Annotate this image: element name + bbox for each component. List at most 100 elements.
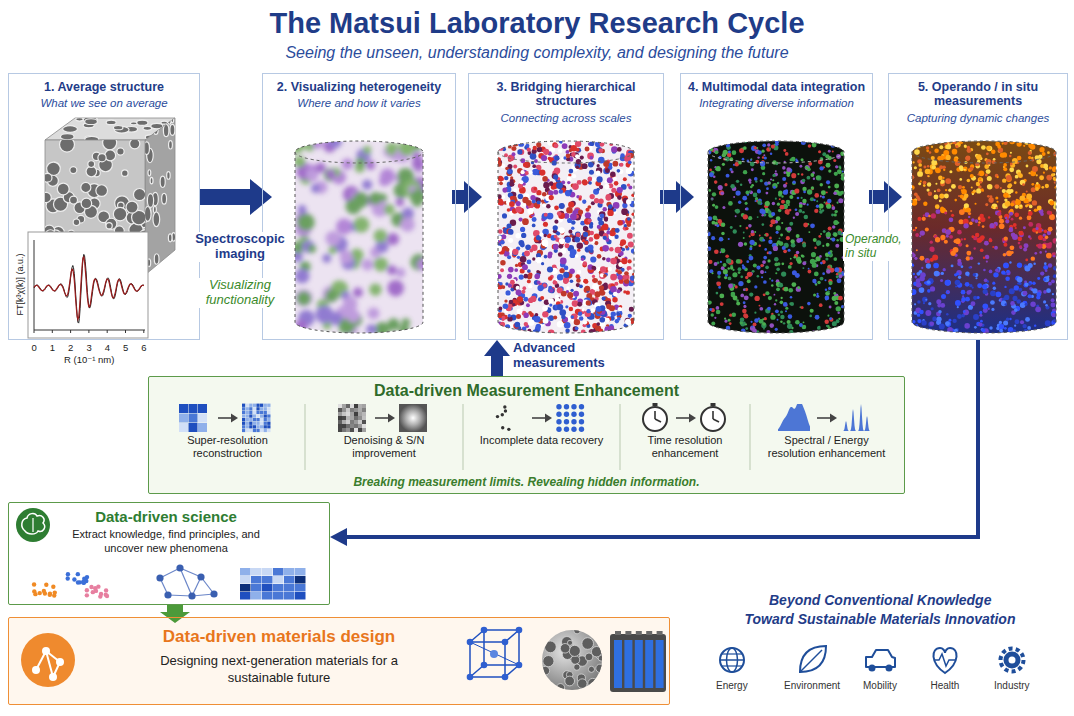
particle: [570, 315, 574, 319]
particle: [994, 184, 999, 189]
particle: [522, 197, 528, 203]
particle: [788, 249, 791, 252]
particle: [791, 282, 796, 287]
blob: [336, 218, 352, 234]
particle: [513, 284, 520, 291]
particle: [776, 268, 780, 272]
particle: [554, 235, 558, 239]
particle: [505, 290, 510, 295]
cylinder-outline: [295, 141, 423, 333]
particle: [828, 186, 831, 189]
particle: [775, 198, 777, 200]
particle: [620, 153, 624, 157]
cylinder-sample: [288, 134, 429, 337]
particle: [767, 259, 770, 262]
particle: [720, 302, 724, 306]
particle: [621, 208, 628, 215]
pore: [70, 196, 78, 204]
blob: [343, 297, 358, 312]
particle: [527, 259, 532, 264]
particle: [501, 234, 506, 239]
particle: [597, 254, 602, 259]
particle: [772, 183, 777, 188]
particle: [589, 237, 594, 242]
particle: [523, 313, 528, 318]
particle: [786, 236, 790, 240]
particle: [750, 159, 752, 161]
particle: [833, 220, 838, 225]
particle: [613, 202, 620, 209]
particle: [837, 312, 839, 314]
particle: [811, 186, 814, 189]
particle: [537, 285, 543, 291]
pore: [63, 126, 78, 133]
particle: [584, 286, 590, 292]
particle: [566, 207, 573, 214]
particle: [585, 147, 590, 152]
particle: [744, 295, 749, 300]
particle: [505, 141, 510, 146]
particle: [796, 234, 800, 238]
particle: [598, 148, 603, 153]
particle: [835, 165, 838, 168]
particle: [780, 297, 782, 299]
particle: [514, 268, 518, 272]
particle: [817, 326, 821, 330]
particle: [519, 217, 523, 221]
particle: [615, 247, 622, 254]
particle: [748, 256, 753, 261]
particle: [801, 140, 806, 145]
particle: [532, 164, 536, 168]
particle: [825, 257, 828, 260]
particle: [544, 255, 548, 259]
chart-tick: [107, 330, 108, 333]
particle: [591, 266, 595, 270]
particle: [617, 270, 622, 275]
particle: [582, 200, 586, 204]
particle: [789, 222, 793, 226]
pore: [154, 254, 159, 265]
particle: [532, 224, 536, 228]
particle: [790, 258, 792, 260]
particle: [813, 293, 816, 296]
particle: [1009, 167, 1014, 172]
particle: [577, 242, 583, 248]
particle: [751, 184, 754, 187]
blob: [342, 219, 351, 228]
particle: [521, 170, 525, 174]
particle: [816, 200, 818, 202]
particle: [617, 169, 621, 173]
particle: [788, 265, 792, 269]
particle: [553, 225, 558, 230]
particle: [768, 240, 772, 244]
particle: [925, 310, 931, 316]
particle: [626, 199, 631, 204]
particle: [507, 255, 511, 259]
particle: [618, 307, 622, 311]
cylinder-body: [295, 141, 423, 333]
particle: [777, 203, 780, 206]
particle: [516, 290, 522, 296]
particle: [609, 163, 613, 167]
particle: [783, 302, 788, 307]
particle: [946, 235, 949, 238]
particle: [502, 143, 506, 147]
particle: [554, 220, 558, 224]
particle: [560, 268, 565, 273]
particle: [550, 289, 554, 293]
particle: [714, 262, 718, 266]
particle: [613, 208, 617, 212]
particle: [517, 297, 523, 303]
particle: [542, 203, 546, 207]
particle: [497, 142, 502, 147]
particle: [834, 172, 838, 176]
pore: [162, 193, 167, 204]
cube-face: [145, 118, 175, 275]
particle: [592, 177, 596, 181]
particle: [722, 163, 725, 166]
cylinder-body: [708, 141, 844, 333]
particle: [559, 189, 563, 193]
particle: [611, 311, 616, 316]
particle: [510, 196, 514, 200]
particle: [596, 147, 602, 153]
